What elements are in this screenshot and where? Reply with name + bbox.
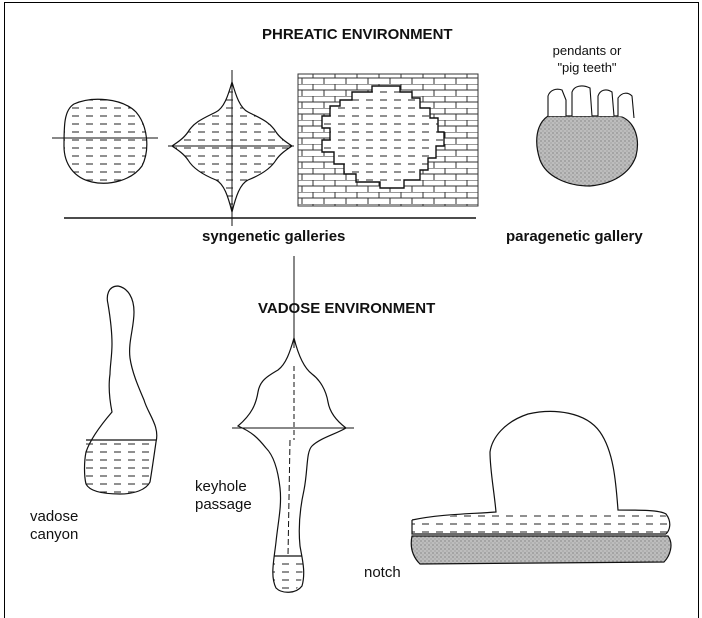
keyhole-label-line1: keyhole [195,478,247,495]
brick-gallery-shape [298,74,478,206]
star-gallery-shape [168,70,296,226]
vadose-canyon-shape [80,286,160,496]
pendants-label-line2: "pig teeth" [540,61,634,76]
vadose-title: VADOSE ENVIRONMENT [258,300,435,317]
notch-label: notch [364,564,401,581]
notch-shape [411,411,674,564]
pendants-label-line1: pendants or [540,44,634,59]
paragenetic-label: paragenetic gallery [506,228,643,245]
syngenetic-label: syngenetic galleries [202,228,345,245]
keyhole-label-line2: passage [195,496,252,513]
vadose-canyon-label-line2: canyon [30,526,78,543]
paragenetic-gallery-shape [534,86,644,190]
vadose-canyon-label-line1: vadose [30,508,78,525]
phreatic-title: PHREATIC ENVIRONMENT [262,26,453,43]
round-gallery-shape [52,94,160,188]
